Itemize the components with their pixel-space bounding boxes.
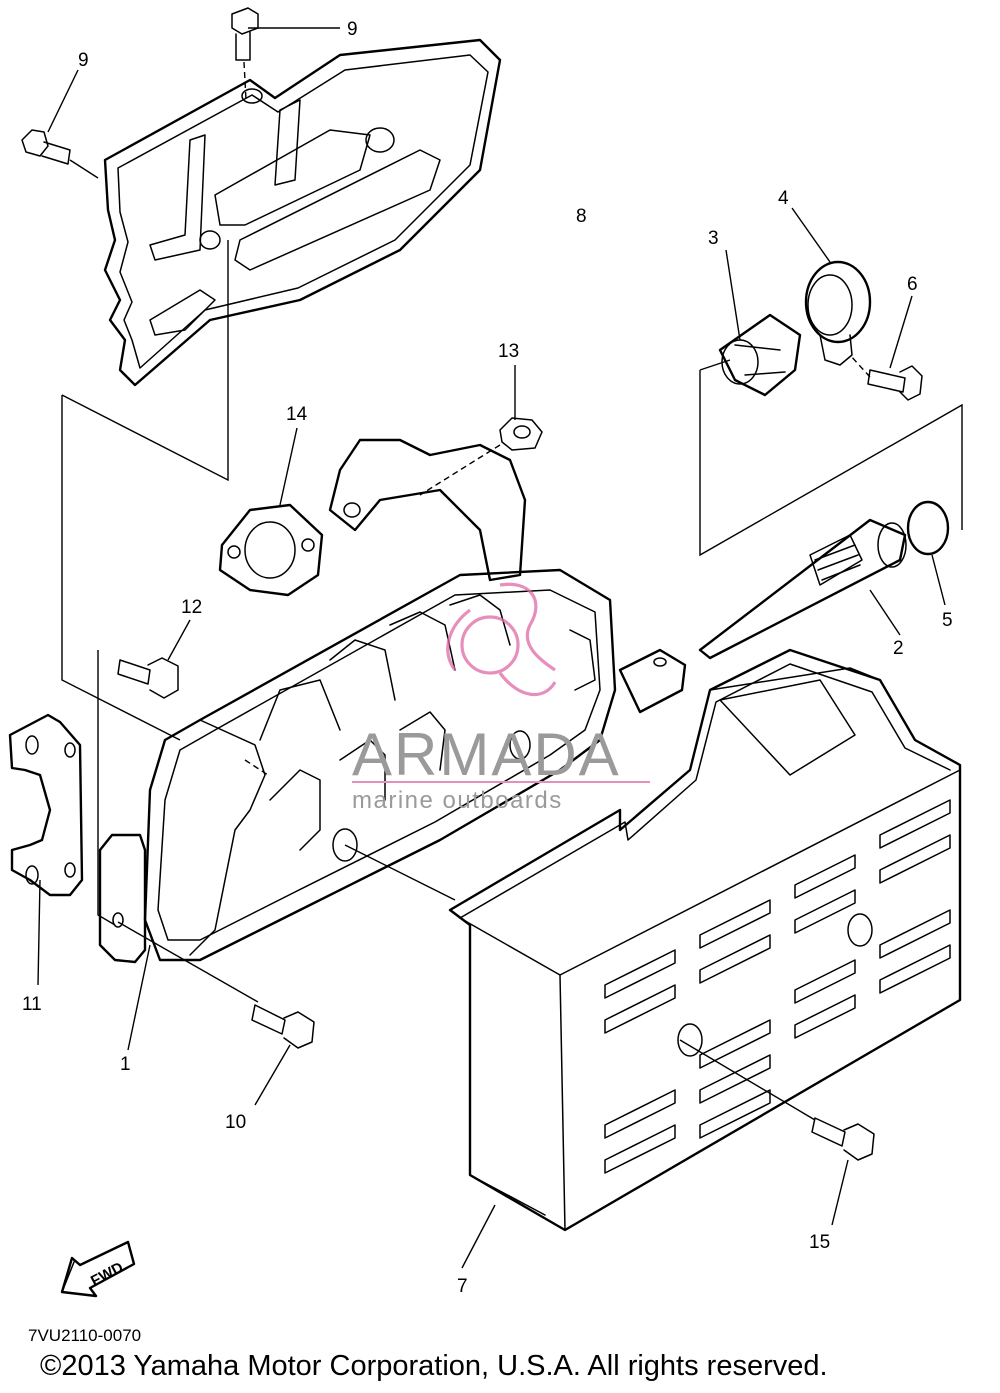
watermark-tagline: marine outboards xyxy=(352,787,563,814)
copyright-notice: ©2013 Yamaha Motor Corporation, U.S.A. A… xyxy=(40,1350,828,1382)
part-3-sleeve xyxy=(718,249,802,397)
callout-6: 6 xyxy=(907,274,918,295)
callout-11: 11 xyxy=(22,994,42,1015)
armada-watermark: ARMADA marine outboards xyxy=(352,582,650,814)
part-2-spark-arrester xyxy=(698,518,907,660)
part-11-bracket xyxy=(8,713,147,986)
assembly-lines-right xyxy=(699,359,963,557)
callout-3: 3 xyxy=(708,228,719,249)
part-8-protector-plate xyxy=(103,38,502,387)
part-9-bolt-top xyxy=(231,7,340,101)
part-6-screw xyxy=(849,295,923,401)
callout-14: 14 xyxy=(286,404,308,425)
part-7-protector-cover xyxy=(344,648,962,1269)
callout-13: 13 xyxy=(498,341,519,362)
callout-9-left: 9 xyxy=(78,50,89,71)
part-10-bolt xyxy=(117,921,315,1106)
assembly-lines-left xyxy=(61,240,229,926)
callout-9-top: 9 xyxy=(347,19,358,40)
callout-4: 4 xyxy=(778,188,789,209)
callout-2: 2 xyxy=(893,638,904,659)
callout-7: 7 xyxy=(457,1276,468,1297)
callout-8: 8 xyxy=(576,206,587,227)
diagram-reference-code: 7VU2110-0070 xyxy=(28,1326,142,1345)
fwd-direction-arrow: FWD xyxy=(60,1240,136,1298)
callout-5: 5 xyxy=(942,610,953,631)
watermark-brand: ARMADA xyxy=(352,721,621,788)
part-13-nut xyxy=(419,365,543,496)
armada-logo-icon xyxy=(446,582,557,697)
callout-labels: 1 2 3 4 5 6 7 8 9 9 10 11 12 13 14 15 xyxy=(22,19,953,1297)
part-1-muffler xyxy=(127,438,687,1051)
fwd-label: FWD xyxy=(88,1259,126,1290)
part-5-cap xyxy=(906,500,950,606)
part-15-bolt xyxy=(679,1039,875,1226)
part-14-gasket xyxy=(218,427,324,597)
callout-15: 15 xyxy=(809,1232,830,1253)
part-9-bolt-left xyxy=(21,69,99,179)
callout-10: 10 xyxy=(225,1112,246,1133)
part-4-clamp xyxy=(791,207,872,366)
part-12-bolt xyxy=(117,619,191,699)
cover-vent-slots xyxy=(604,799,951,1174)
callout-1: 1 xyxy=(120,1054,131,1075)
callout-12: 12 xyxy=(181,597,202,618)
